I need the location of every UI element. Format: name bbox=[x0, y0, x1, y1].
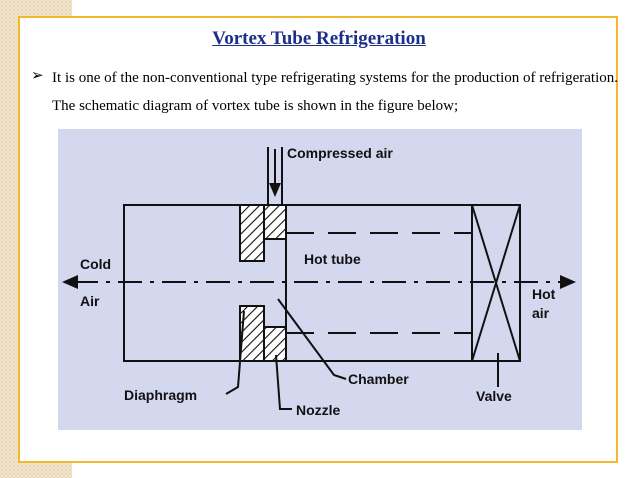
chamber-label: Chamber bbox=[348, 371, 409, 387]
cold-label: Cold bbox=[80, 256, 112, 272]
nozzle-label: Nozzle bbox=[296, 402, 341, 418]
cold-air-arrow-head bbox=[62, 275, 78, 289]
diagram-svg bbox=[58, 129, 582, 430]
hot-tube-label: Hot tube bbox=[304, 251, 361, 267]
air-label: Air bbox=[80, 293, 100, 309]
valve-cross-b bbox=[471, 204, 521, 362]
diaphragm-label: Diaphragm bbox=[124, 387, 198, 403]
nozzle-upper bbox=[263, 204, 287, 240]
hot-air-label: air bbox=[532, 305, 550, 321]
slide-title: Vortex Tube Refrigeration bbox=[212, 28, 426, 49]
hot-air-arrow-head bbox=[560, 275, 576, 289]
compressed-air-label: Compressed air bbox=[287, 145, 393, 161]
valve-label: Valve bbox=[476, 388, 512, 404]
chamber-leader bbox=[277, 298, 347, 380]
nozzle-lower bbox=[263, 326, 287, 362]
nozzle-leader bbox=[275, 354, 292, 410]
diaphragm-leader bbox=[225, 310, 245, 395]
inlet-arrow-head bbox=[269, 183, 281, 197]
figure-background bbox=[58, 129, 582, 430]
diaphragm-upper bbox=[239, 204, 265, 262]
hot-label: Hot bbox=[532, 286, 556, 302]
vortex-tube-diagram: Compressed air Cold Air Hot tube Hot air… bbox=[58, 129, 582, 430]
slide-paragraph: It is one of the non-conventional type r… bbox=[52, 70, 618, 114]
bullet-arrow-icon: ➢ bbox=[31, 68, 44, 84]
